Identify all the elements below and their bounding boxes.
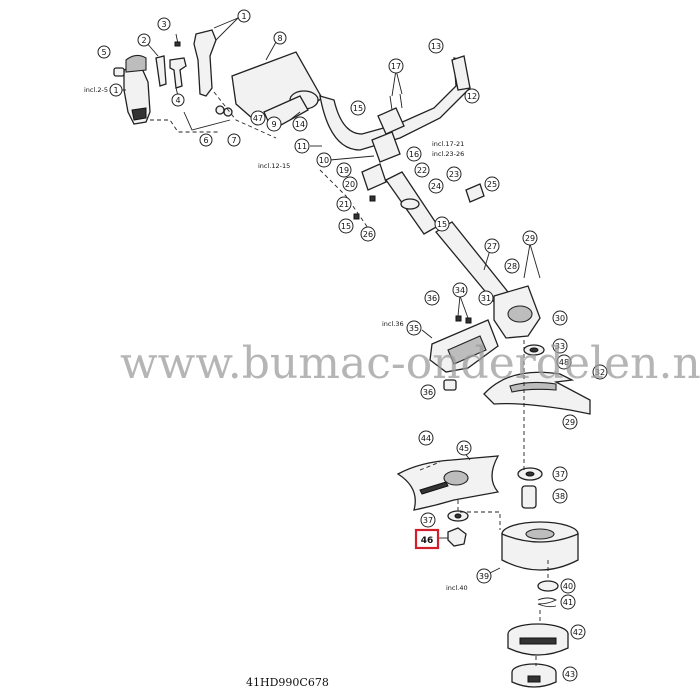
callout-41: 41 (563, 598, 573, 607)
callout-36-top: 36 (427, 294, 437, 303)
callout-27: 27 (487, 242, 497, 251)
callout-23: 23 (449, 170, 459, 179)
callout-17: 17 (391, 62, 401, 71)
callout-36-bottom: 36 (423, 388, 433, 397)
gearbox-and-guard (429, 285, 591, 415)
callout-37-bottom: 37 (423, 516, 433, 525)
callout-9: 9 (271, 120, 276, 129)
callout-10: 10 (319, 156, 329, 165)
callout-33: 33 (555, 342, 565, 351)
callout-25: 25 (487, 180, 497, 189)
callout-39: 39 (479, 572, 489, 581)
note-incl-40: incl.40 (446, 584, 468, 592)
callout-8: 8 (277, 34, 282, 43)
callout-35: 35 (409, 324, 419, 333)
callout-31: 31 (481, 294, 491, 303)
callout-2: 2 (141, 36, 146, 45)
callout-32: 32 (595, 368, 605, 377)
callout-1-top: 1 (241, 12, 246, 21)
callout-29-bottom: 29 (565, 418, 575, 427)
callout-45: 45 (459, 444, 469, 453)
shaft-and-handlebar (183, 51, 471, 163)
callout-15-a: 15 (353, 104, 363, 113)
note-incl-36: incl.36 (382, 320, 404, 328)
callout-15-c: 15 (437, 220, 447, 229)
callout-1: 1 (113, 86, 118, 95)
callout-38: 38 (555, 492, 565, 501)
callout-40: 40 (563, 582, 573, 591)
callout-4: 4 (175, 96, 180, 105)
diagram-code: 41HD990C678 (246, 676, 329, 689)
callout-22: 22 (417, 166, 427, 175)
callout-37-top: 37 (555, 470, 565, 479)
callout-21: 21 (339, 200, 349, 209)
guide-lines (150, 91, 549, 666)
clamp-assembly (343, 93, 509, 303)
callout-13: 13 (431, 42, 441, 51)
callout-5: 5 (101, 48, 106, 57)
note-incl-12-15: incl.12-15 (258, 162, 290, 170)
callout-24: 24 (431, 182, 441, 191)
throttle-handle-group (113, 29, 217, 125)
callout-11: 11 (297, 142, 307, 151)
blade-and-head (396, 455, 579, 688)
callout-3: 3 (161, 20, 166, 29)
callout-30: 30 (555, 314, 565, 323)
note-incl-2-5: incl.2-5 (84, 86, 108, 94)
callout-46: 46 (421, 536, 434, 546)
callout-43: 43 (565, 670, 575, 679)
callout-28: 28 (507, 262, 517, 271)
callout-15-b: 15 (341, 222, 351, 231)
callout-7: 7 (231, 136, 236, 145)
callout-47: 47 (253, 114, 263, 123)
callout-26: 26 (363, 230, 373, 239)
callout-34: 34 (455, 286, 465, 295)
callout-48: 48 (559, 358, 569, 367)
callout-29-top: 29 (525, 234, 535, 243)
watermark-text: www.bumac-onderdelen.nl (120, 338, 700, 389)
callout-16: 16 (409, 150, 419, 159)
inclusion-notes: incl.2-5 incl.12-15 incl.17-21 incl.23-2… (84, 86, 468, 592)
note-incl-17-21: incl.17-21 (432, 140, 464, 148)
callout-19: 19 (339, 166, 349, 175)
callout-44: 44 (421, 434, 431, 443)
callout-12: 12 (467, 92, 477, 101)
note-incl-23-26: incl.23-26 (432, 150, 464, 158)
callout-20: 20 (345, 180, 355, 189)
callout-42: 42 (573, 628, 583, 637)
callout-14: 14 (295, 120, 305, 129)
callout-6: 6 (203, 136, 208, 145)
highlighted-callout-46: 46 (414, 528, 448, 550)
callouts: 1 2 3 4 5 6 7 47 1 8 9 14 11 13 12 15 17… (97, 9, 608, 682)
